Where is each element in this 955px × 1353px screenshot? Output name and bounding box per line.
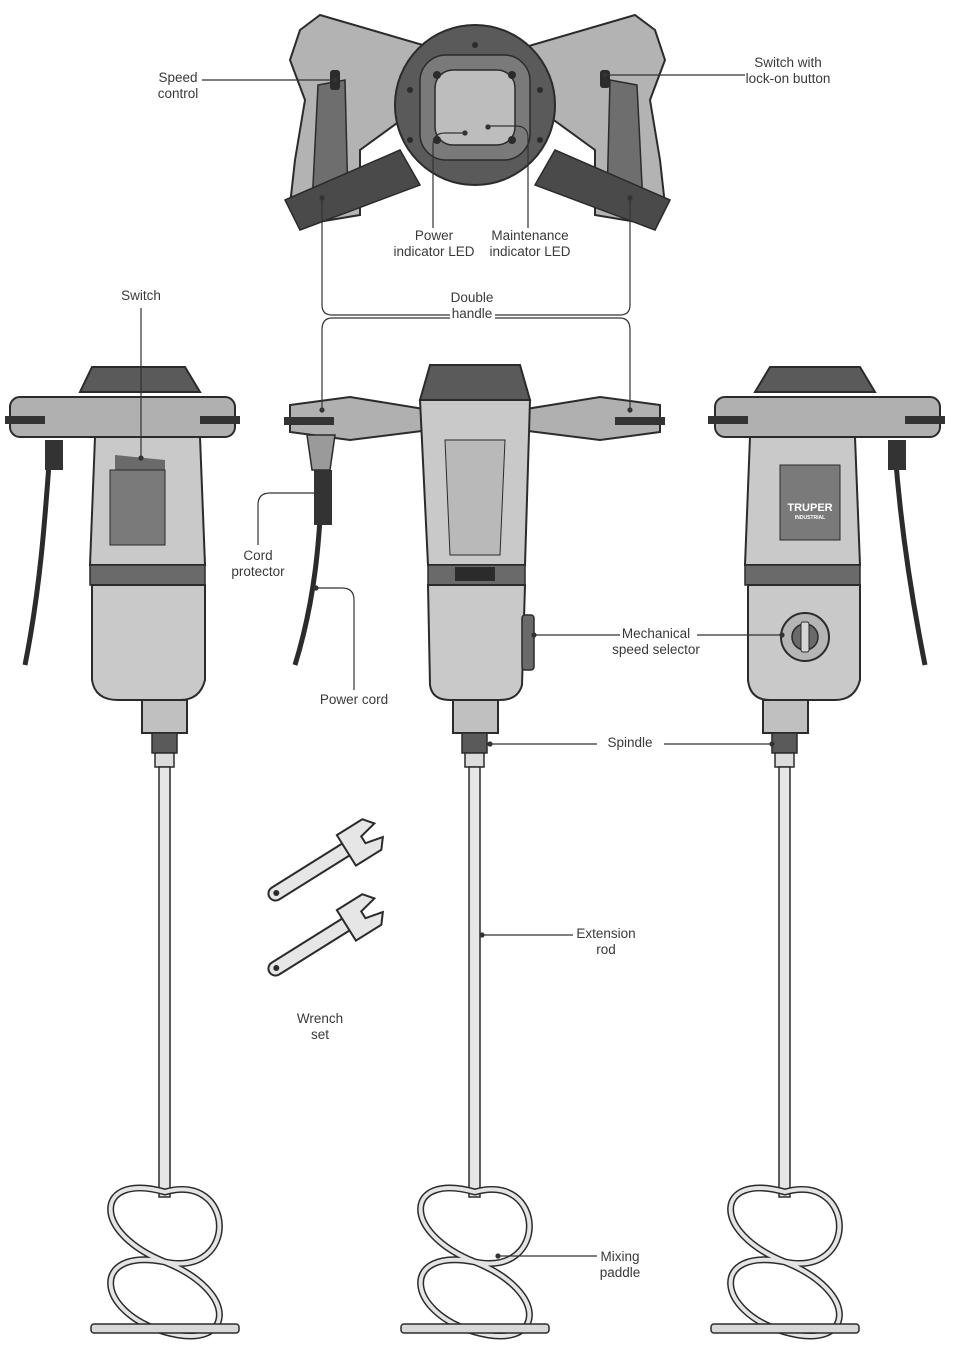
label-extension-rod-line2: rod [596, 942, 616, 957]
label-power-cord-line1: Power cord [319, 692, 389, 707]
label-wrench-set-line2: set [310, 1027, 329, 1042]
label-double-handle-line2: handle [451, 306, 493, 321]
label-power-cord: Power cord [314, 692, 394, 708]
top-view-mixer [283, 13, 672, 231]
label-mixing-paddle-line2: paddle [599, 1265, 641, 1280]
brand-name: TRUPER [787, 502, 832, 514]
label-mechanical-speed-selector-line2: speed selector [612, 642, 700, 657]
label-cord-protector-line2: protector [231, 564, 285, 579]
label-cord-protector-line1: Cord [243, 548, 273, 563]
label-switch: Switch [116, 288, 166, 304]
wrench-set [267, 818, 385, 977]
label-mixing-paddle-line1: Mixing [600, 1249, 640, 1264]
label-switch-lock-on-line2: lock-on button [745, 71, 831, 86]
label-mechanical-speed-selector-line1: Mechanical [621, 626, 691, 641]
label-maintenance-led-line2: indicator LED [489, 244, 571, 259]
label-power-led-line2: indicator LED [393, 244, 475, 259]
label-speed-control-line1: Speed [158, 70, 198, 85]
label-mixing-paddle: Mixing paddle [592, 1249, 648, 1281]
label-extension-rod: Extension rod [573, 926, 639, 958]
label-switch-lock-on: Switch with lock-on button [742, 55, 834, 87]
left-side-view-mixer [5, 366, 240, 1336]
label-wrench-set: Wrench set [290, 1011, 350, 1043]
label-spindle: Spindle [600, 735, 660, 751]
right-side-view-mixer: TRUPER INDUSTRIAL [708, 366, 945, 1336]
label-cord-protector: Cord protector [226, 548, 290, 580]
label-power-led: Power indicator LED [393, 228, 475, 260]
label-power-led-line1: Power [414, 228, 454, 243]
label-maintenance-led-line1: Maintenance [491, 228, 569, 243]
label-double-handle: Double handle [447, 290, 497, 322]
label-switch-lock-on-line1: Switch with [754, 55, 822, 70]
label-switch-line1: Switch [121, 288, 161, 303]
label-maintenance-led: Maintenance indicator LED [487, 228, 573, 260]
label-speed-control-line2: control [157, 86, 199, 101]
label-speed-control: Speed control [148, 70, 208, 102]
label-wrench-set-line1: Wrench [296, 1011, 344, 1026]
front-view-mixer [284, 364, 665, 1336]
label-spindle-line1: Spindle [607, 735, 653, 750]
label-extension-rod-line1: Extension [576, 926, 636, 941]
label-mechanical-speed-selector: Mechanical speed selector [609, 626, 703, 658]
brand-sub: INDUSTRIAL [795, 515, 825, 521]
label-double-handle-line1: Double [450, 290, 494, 305]
leader-lines [138, 72, 785, 1259]
